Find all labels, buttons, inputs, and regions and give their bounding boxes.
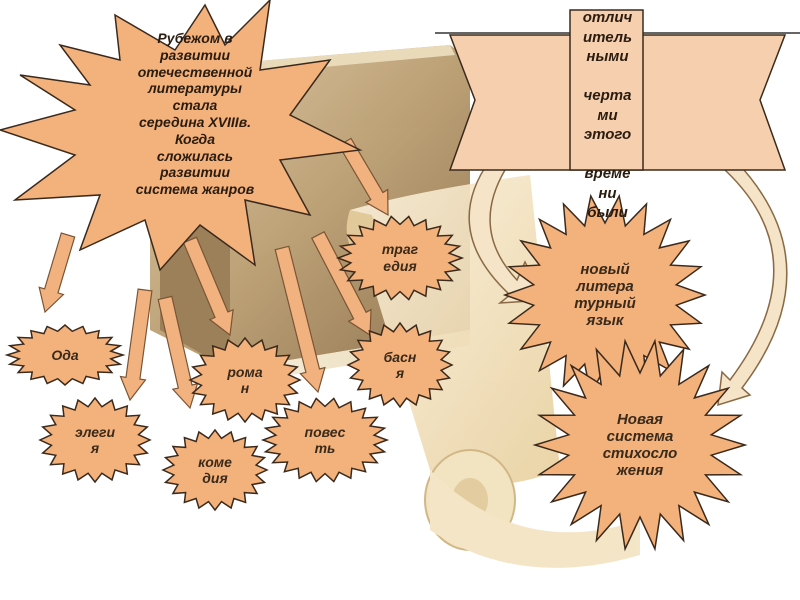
arrow-to-komediya bbox=[157, 295, 199, 410]
arrow-to-oda bbox=[38, 232, 76, 314]
genre-basnya-star bbox=[346, 321, 454, 409]
ribbon-banner bbox=[435, 9, 800, 171]
arrow-to-povest bbox=[274, 245, 326, 394]
genre-tragediya-label: траг едия bbox=[381, 241, 419, 274]
feature-versification-label: Новая система стихосло жения bbox=[602, 410, 678, 480]
genre-povest-star bbox=[260, 397, 390, 483]
arrow-to-basnya bbox=[310, 230, 372, 337]
genre-roman-label: рома н bbox=[227, 363, 263, 396]
curved-arrow-right bbox=[717, 158, 788, 407]
genre-roman-star bbox=[188, 336, 302, 424]
genre-oda-star bbox=[4, 324, 126, 386]
genre-basnya-label: басн я bbox=[383, 348, 417, 381]
banner-text: отлич итель ными черта ми этого време ни… bbox=[582, 9, 633, 221]
genre-komediya-star bbox=[161, 428, 269, 512]
feature-versification-star bbox=[532, 338, 748, 552]
genre-povest-label: повес ть bbox=[304, 423, 346, 456]
arrow-to-roman bbox=[182, 236, 234, 337]
stars-group bbox=[0, 0, 748, 552]
genre-elegiya-label: элеги я bbox=[74, 423, 116, 456]
main-star-text: Рубежом в развитии отечественной литерат… bbox=[135, 30, 255, 198]
genre-oda-label: Ода bbox=[51, 346, 79, 363]
feature-language-label: новый литера турный язык bbox=[574, 260, 636, 330]
arrow-to-elegiya bbox=[119, 288, 153, 402]
genre-elegiya-star bbox=[38, 396, 152, 484]
genre-tragediya-star bbox=[335, 215, 465, 301]
genre-komediya-label: коме дия bbox=[198, 453, 232, 486]
main-star-shape bbox=[0, 0, 363, 272]
